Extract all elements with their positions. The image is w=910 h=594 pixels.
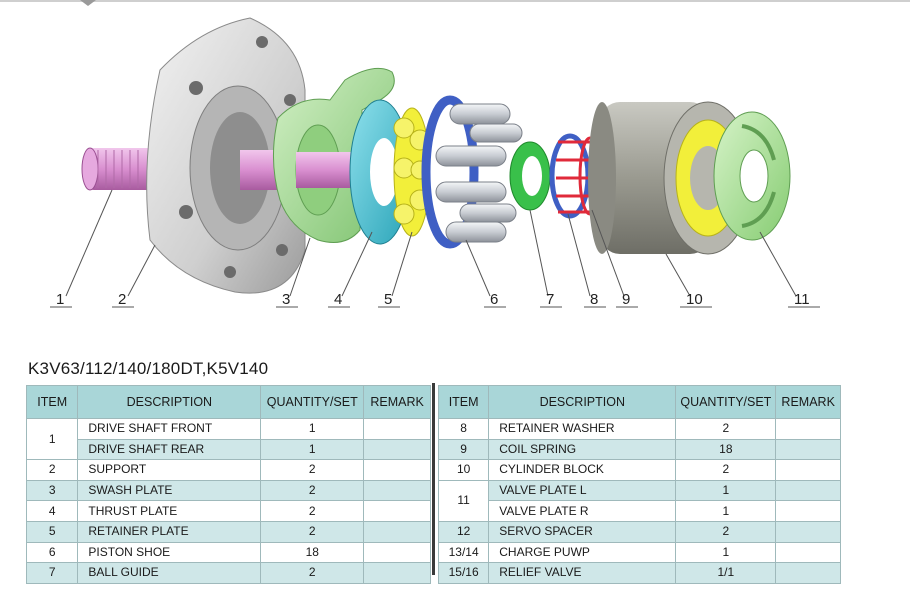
support-part xyxy=(146,17,306,294)
top-rule xyxy=(0,0,910,2)
callout-6: 6 xyxy=(490,291,498,308)
retainer-plate-part xyxy=(393,107,431,237)
table-row: 6 PISTON SHOE 18 xyxy=(25,541,431,564)
table-header-row: ITEM DESCRIPTION QUANTITY/SET REMARK xyxy=(437,385,841,419)
header-remark: REMARK xyxy=(363,385,431,419)
header-quantity: QUANTITY/SET xyxy=(260,385,365,419)
callout-5: 5 xyxy=(384,291,392,308)
table-row: 7 BALL GUIDE 2 xyxy=(25,562,431,584)
table-header-row: ITEM DESCRIPTION QUANTITY/SET REMARK xyxy=(25,385,431,419)
swash-plate-part xyxy=(273,67,395,243)
parts-table-left: ITEM DESCRIPTION QUANTITY/SET REMARK 1 D… xyxy=(25,385,431,584)
table-row: 15/16 RELIEF VALVE 1/1 xyxy=(437,562,841,584)
callout-1: 1 xyxy=(56,291,64,308)
table-row: 11 VALVE PLATE L 1 xyxy=(437,479,841,522)
table-row: 5 RETAINER PLATE 2 xyxy=(25,520,431,543)
header-item: ITEM xyxy=(25,385,79,419)
table-divider xyxy=(432,383,435,575)
callout-4: 4 xyxy=(334,291,342,308)
table-row: 4 THRUST PLATE 2 xyxy=(25,500,431,522)
table-row: 1 DRIVE SHAFT FRONT 1 xyxy=(25,417,431,461)
table-row: VALVE PLATE R 1 xyxy=(439,500,841,522)
header-description: DESCRIPTION xyxy=(488,385,677,419)
header-remark: REMARK xyxy=(775,385,841,419)
exploded-pump-diagram: 1 2 3 4 5 6 7 8 9 10 11 xyxy=(50,17,820,308)
table-row: 10 CYLINDER BLOCK 2 xyxy=(437,459,841,481)
table-row: 9 COIL SPRING 18 xyxy=(437,438,841,461)
table-row: 12 SERVO SPACER 2 xyxy=(437,520,841,543)
callout-3: 3 xyxy=(282,291,290,308)
parts-table-right: ITEM DESCRIPTION QUANTITY/SET REMARK 8 R… xyxy=(437,385,841,584)
table-row: 8 RETAINER WASHER 2 xyxy=(437,418,841,440)
table-row: DRIVE SHAFT REAR 1 xyxy=(27,438,431,461)
callout-9: 9 xyxy=(622,291,630,308)
header-description: DESCRIPTION xyxy=(77,385,262,419)
header-quantity: QUANTITY/SET xyxy=(675,385,777,419)
valve-plate-part xyxy=(713,111,791,241)
callout-7: 7 xyxy=(546,291,554,308)
callout-11: 11 xyxy=(794,291,810,308)
table-row: 2 SUPPORT 2 xyxy=(25,459,431,481)
ball-guide-part xyxy=(509,141,551,211)
callout-2: 2 xyxy=(118,291,126,308)
piston-shoe-part xyxy=(421,95,523,249)
callout-8: 8 xyxy=(590,291,598,308)
thrust-plate-part xyxy=(349,99,411,245)
header-item: ITEM xyxy=(437,385,490,419)
callout-10: 10 xyxy=(686,291,703,308)
callout-leaders xyxy=(65,189,797,297)
model-title: K3V63/112/140/180DT,K5V140 xyxy=(28,359,269,378)
table-row: 3 SWASH PLATE 2 xyxy=(25,479,431,502)
top-notch xyxy=(80,0,96,6)
table-row: 13/14 CHARGE PUWP 1 xyxy=(437,541,841,564)
